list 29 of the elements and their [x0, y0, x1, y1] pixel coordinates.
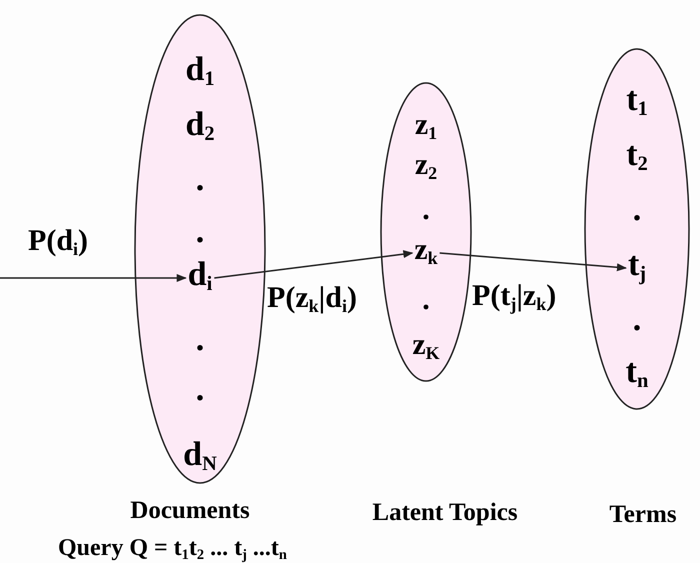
variable-label: .: [196, 163, 204, 197]
variable-label: .: [632, 193, 642, 227]
edge-label: P(d$_{i}$): [28, 226, 88, 256]
group-heading: Documents: [130, 498, 250, 523]
variable-label: d$_{1}$: [185, 53, 215, 87]
variable-label: .: [196, 323, 204, 357]
edge-label: P(z$_{k}$|d$_{i}$): [267, 283, 357, 313]
variable-label: z$_{k}$: [414, 235, 438, 265]
variable-label: .: [196, 215, 204, 249]
variable-label: t$_{j}$: [628, 248, 646, 282]
variable-label: z$_{K}$: [412, 330, 440, 360]
variable-label: d$_{N}$: [183, 438, 217, 472]
variable-label: d$_{2}$: [185, 108, 215, 142]
variable-label: z$_{1}$: [414, 110, 438, 140]
variable-label: .: [632, 303, 642, 337]
variable-label: d$_{i}$: [188, 258, 212, 292]
arrow: [0, 274, 187, 282]
variable-label: t$_{2}$: [626, 138, 648, 172]
query-formula: Query Q = t$_{1}$t$_{2}$ ... t$_{j}$ ...t$_{n}$: [58, 536, 287, 560]
variable-label: z$_{2}$: [414, 150, 438, 180]
arrow: [214, 250, 414, 279]
variable-label: .: [422, 195, 430, 225]
variable-label: t$_{1}$: [626, 83, 648, 117]
group-heading: Latent Topics: [372, 500, 518, 525]
variable-label: .: [196, 373, 204, 407]
arrow: [440, 252, 627, 272]
group-heading: Terms: [609, 502, 677, 527]
variable-label: .: [422, 285, 430, 315]
variable-label: t$_{n}$: [626, 355, 648, 389]
